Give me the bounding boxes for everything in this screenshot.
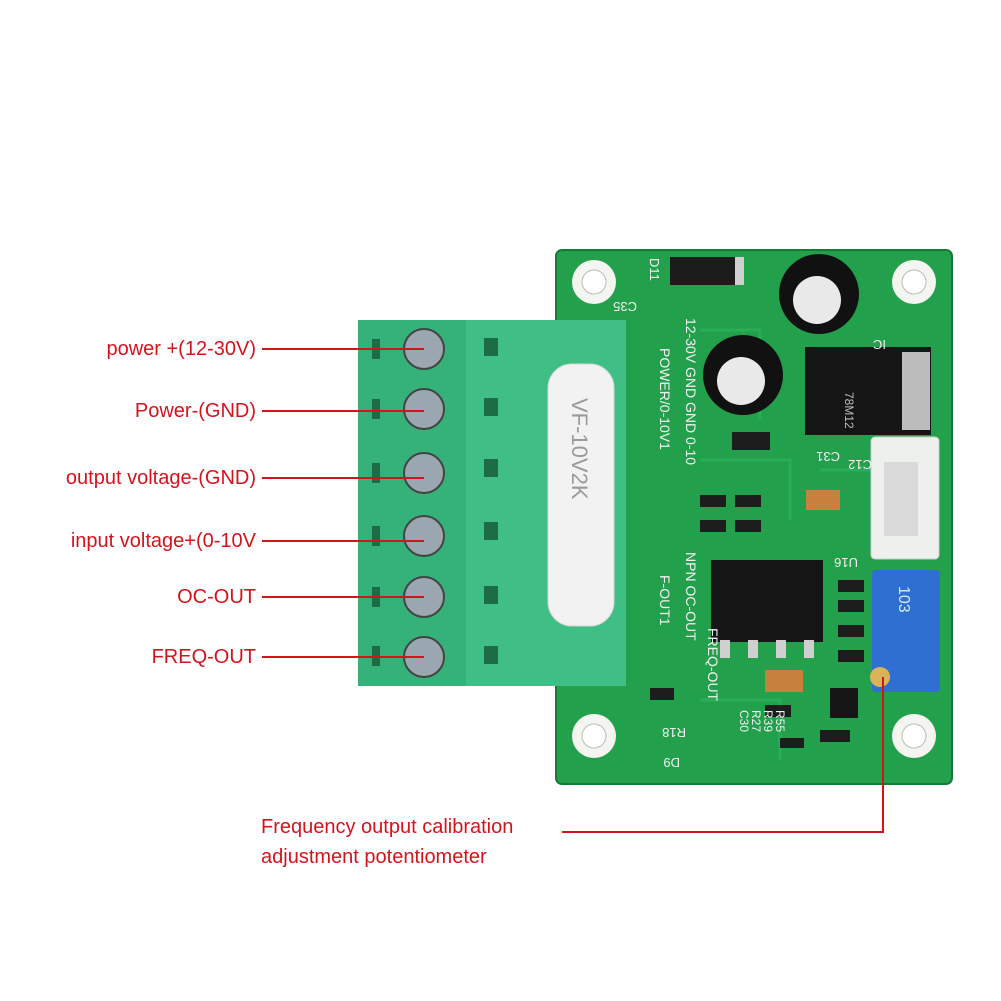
calibration-potentiometer [872,570,940,692]
label-output-voltage-gnd: output voltage-(GND) [65,467,256,489]
label-power-plus: power +(12-30V) [106,338,256,360]
potentiometer-callout: Frequency output calibration adjustment … [261,812,513,872]
svg-text:FREQ-OUT: FREQ-OUT [705,628,721,702]
callout-line-1: Frequency output calibration [261,816,514,838]
svg-text:NPN OC-OUT: NPN OC-OUT [683,552,699,641]
svg-text:R18: R18 [662,725,686,740]
smd-components [650,432,864,748]
svg-text:VF-10V2K: VF-10V2K [567,398,592,500]
diode-d11 [670,257,744,285]
label-power-gnd: Power-(GND) [134,400,256,422]
ic-chip [711,560,823,642]
svg-text:12-30V GND GND 0-10: 12-30V GND GND 0-10 [683,318,699,465]
svg-text:U16: U16 [834,555,858,570]
svg-text:D9: D9 [663,755,680,770]
svg-text:C31: C31 [816,449,840,464]
svg-text:C30: C30 [737,710,751,732]
mounting-holes [572,260,936,758]
svg-text:R27: R27 [749,710,763,732]
callout-line-2: adjustment potentiometer [261,846,487,868]
svg-text:POWER/0-10V1: POWER/0-10V1 [657,348,673,450]
label-oc-out: OC-OUT [177,586,256,608]
svg-text:C12: C12 [848,457,872,472]
label-input-voltage: input voltage+(0-10V [70,530,256,552]
svg-text:F-OUT1: F-OUT1 [657,575,673,626]
leader-lines [262,348,884,833]
silkscreen-labels: 12-30V GND GND 0-10 POWER/0-10V1 NPN OC-… [613,258,886,770]
svg-text:D11: D11 [647,258,662,281]
terminal-block: VF-10V2K [358,320,626,686]
electrolytic-capacitors [703,254,859,415]
svg-text:R39: R39 [761,710,775,732]
svg-text:C35: C35 [613,299,637,314]
svg-text:R55: R55 [773,710,787,732]
label-freq-out: FREQ-OUT [151,646,256,668]
svg-text:78M12: 78M12 [842,392,856,429]
svg-text:103: 103 [895,586,912,613]
svg-text:IC: IC [873,337,886,352]
